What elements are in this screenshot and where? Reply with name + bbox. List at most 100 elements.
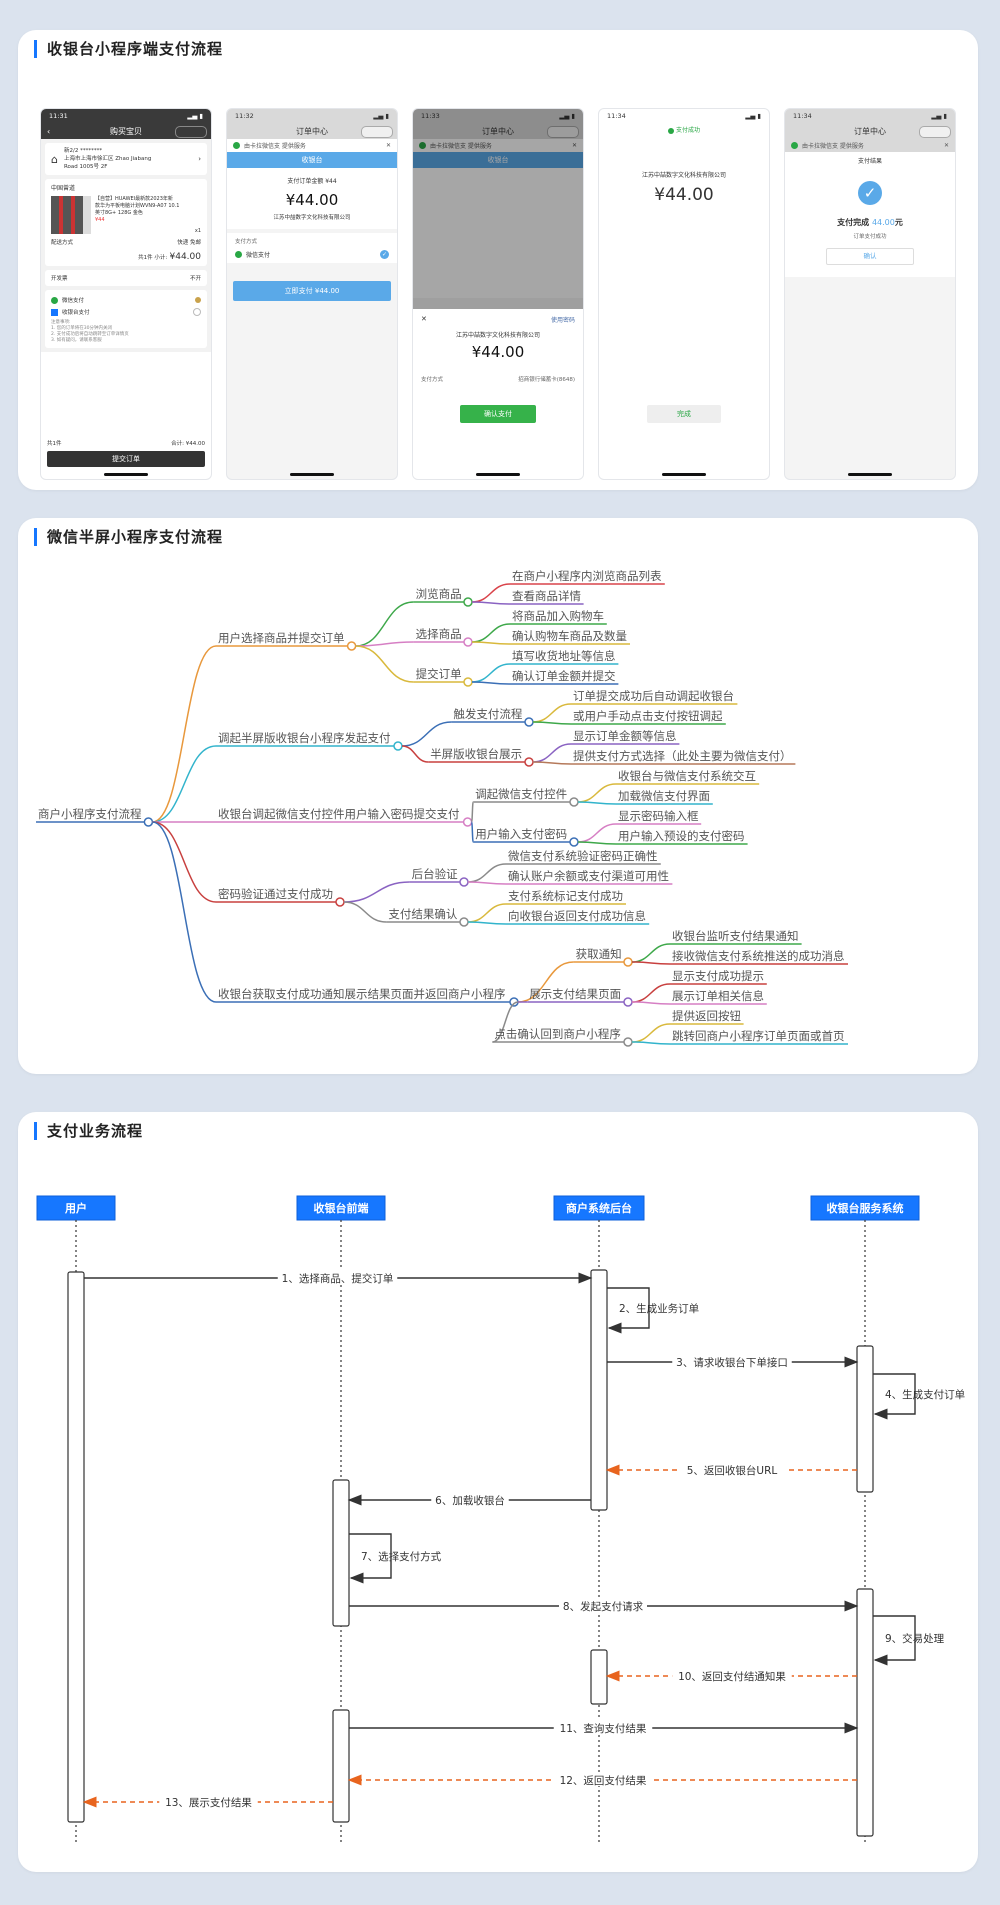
mindmap-sub: 用户输入支付密码	[475, 827, 567, 841]
check-circle-icon[interactable]: ✓	[380, 250, 389, 259]
service-provider-icon	[791, 142, 798, 149]
message-label: 8、发起支付请求	[563, 1600, 644, 1613]
mindmap-leaf: 或用户手动点击支付按钮调起	[573, 709, 723, 723]
chevron-right-icon[interactable]: ›	[198, 155, 201, 163]
pay-now-button[interactable]: 立即支付 ¥44.00	[233, 281, 391, 301]
close-icon[interactable]: ✕	[385, 142, 391, 149]
mindmap-sub-link	[343, 901, 387, 923]
mindmap-leaf: 展示订单相关信息	[672, 989, 764, 1003]
shipping-value: 快递 免邮	[177, 240, 201, 246]
mindmap-sub-link	[470, 801, 474, 823]
cashier-pay-icon	[51, 308, 58, 316]
mindmap-leaf-link	[471, 641, 511, 645]
mindmap-sub-link	[401, 745, 429, 763]
message-label: 3、请求收银台下单接口	[676, 1356, 788, 1369]
mindmap-sub-link	[401, 721, 452, 747]
product-image	[51, 196, 91, 234]
status-icons: ▂▄ ▮	[187, 112, 203, 120]
submit-order-button[interactable]: 提交订单	[47, 451, 205, 467]
close-icon[interactable]: ✕	[571, 142, 577, 149]
status-icons: ▂▄ ▮	[373, 112, 389, 120]
shipping-label: 配送方式	[51, 240, 74, 246]
activation-bar	[332, 1709, 350, 1823]
done-button[interactable]: 完成	[647, 405, 721, 423]
mindmap-leaf: 显示订单金额等信息	[573, 729, 677, 743]
location-icon: ⌂	[51, 152, 58, 166]
service-provider: 由卡拉微信支 提供服务	[430, 143, 492, 150]
mindmap-sub-dot	[459, 877, 469, 887]
mindmap-branch: 密码验证通过支付成功	[218, 887, 333, 901]
mindmap-sub: 调起微信支付控件	[475, 787, 567, 801]
pay-option-label[interactable]: 微信支付	[62, 298, 85, 304]
sequence-canvas: 用户收银台前端商户系统后台收银台服务系统1、选择商品、提交订单2、生成业务订单3…	[36, 1195, 965, 1842]
invoice-value[interactable]: 不开	[189, 276, 201, 282]
mindmap-leaf: 确认购物车商品及数量	[512, 629, 627, 643]
mindmap-leaf-link	[471, 583, 511, 603]
done-unit: 元	[894, 218, 903, 227]
activation-bar	[332, 1479, 350, 1627]
mindmap-leaf: 用户输入预设的支付密码	[618, 829, 745, 843]
message-label-bg	[553, 1720, 653, 1734]
mindmap-leaf: 向收银台返回支付成功信息	[508, 909, 646, 923]
message-label-bg	[277, 1270, 398, 1284]
pay-method-label: 支付方式	[235, 239, 258, 245]
phone-screenshot-password: 11:33▂▄ ▮ 订单中心 由卡拉微信支 提供服务✕ 收银台 ✕使用密码 江苏…	[412, 108, 584, 480]
mindmap-leaf-link	[577, 783, 617, 803]
pay-method[interactable]: 微信支付	[246, 252, 271, 259]
mindmap-sub: 获取通知	[576, 947, 622, 961]
subtotal-value: ¥44.00	[169, 252, 202, 262]
mindmap-canvas: 商户小程序支付流程用户选择商品并提交订单浏览商品在商户小程序内浏览商品列表查看商…	[36, 569, 848, 1047]
mindmap-sub-dot	[524, 717, 534, 727]
mindmap-sub-link	[492, 1001, 519, 1043]
capsule-menu-icon[interactable]	[361, 126, 393, 138]
mindmap-leaf-link	[471, 663, 511, 683]
mindmap-leaf-link	[631, 1023, 671, 1043]
total-count: 共1件	[47, 441, 62, 447]
shop-name: 中国曾道	[51, 185, 76, 192]
radio-checked-icon[interactable]	[195, 297, 201, 303]
message-label: 7、选择支付方式	[361, 1550, 442, 1563]
mindmap-leaf: 填写收货地址等信息	[512, 649, 616, 663]
phone-screenshot-order: 11:31▂▄ ▮ ‹购买宝贝 ⌂ 新2/2 ******** 上海市上海市徐汇…	[40, 108, 212, 480]
use-password-link[interactable]: 使用密码	[550, 317, 575, 324]
mindmap-leaf-link	[532, 721, 572, 725]
mindmap-branch-link	[152, 821, 217, 1003]
mindmap-sub-dot	[463, 637, 473, 647]
wechat-pay-icon	[51, 296, 58, 304]
radio-unchecked-icon[interactable]	[193, 308, 201, 316]
note-line: 1. 您的订单将在30分钟内关闭	[51, 326, 112, 331]
mindmap-sub: 支付结果确认	[388, 907, 457, 921]
mindmap-root: 商户小程序支付流程	[38, 807, 142, 821]
confirm-pay-button[interactable]: 确认支付	[460, 405, 536, 423]
close-icon[interactable]: ✕	[943, 142, 949, 149]
cashier-header: 收银台	[227, 152, 397, 168]
mindmap-leaf: 查看商品详情	[512, 589, 581, 603]
message-label: 6、加载收银台	[435, 1494, 505, 1507]
mindmap-sub-dot	[459, 917, 469, 927]
activation-bar	[590, 1649, 608, 1705]
mindmap-root-dot	[143, 817, 154, 827]
back-icon[interactable]: ‹	[47, 126, 51, 136]
bank-card[interactable]: 招商银行储蓄卡(8648)	[518, 377, 575, 383]
mindmap-sub-link	[355, 645, 414, 683]
capsule-menu-icon[interactable]	[919, 126, 951, 138]
mindmap-sub-link	[355, 641, 414, 647]
message-label: 2、生成业务订单	[619, 1302, 699, 1315]
success-tag: 支付成功	[675, 127, 700, 134]
mindmap-branch: 调起半屏版收银台小程序发起支付	[218, 731, 391, 745]
self-message-arrow	[607, 1287, 650, 1334]
pay-option-label[interactable]: 收银台支付	[62, 310, 90, 316]
phone-screenshot-result: 11:34▂▄ ▮ 订单中心 由卡拉微信支 提供服务✕ 支付结果 ✓ 支付完成 …	[784, 108, 956, 480]
actor-box	[36, 1195, 116, 1221]
message-label-bg	[159, 1794, 258, 1808]
capsule-menu-icon[interactable]	[175, 126, 207, 138]
note-line: 3. 如有疑问，请联系客服	[51, 338, 102, 343]
mindmap-leaf-link	[631, 1041, 671, 1045]
capsule-menu-icon[interactable]	[547, 126, 579, 138]
status-icons: ▂▄ ▮	[559, 112, 575, 120]
mindmap-branch-dot	[335, 897, 345, 907]
confirm-button[interactable]: 确认	[826, 248, 914, 265]
close-icon[interactable]: ✕	[421, 315, 427, 323]
message-label: 4、生成支付订单	[885, 1388, 965, 1401]
